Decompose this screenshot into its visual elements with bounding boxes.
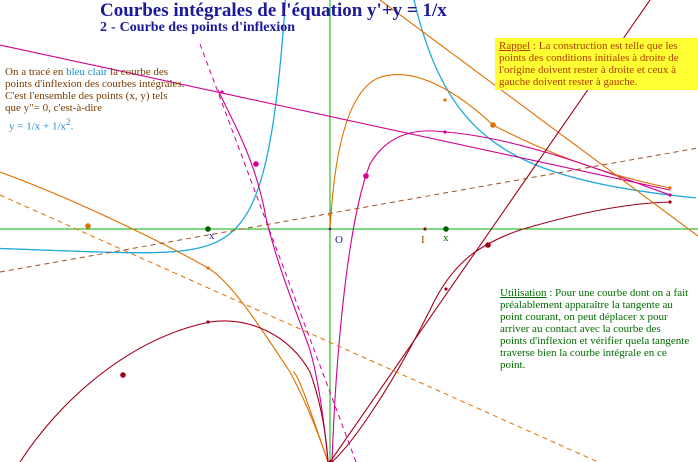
formula-end: . [70,120,74,133]
rappel-heading: Rappel [499,40,531,52]
point-darkred-x-right [444,287,448,291]
integral-curve-darkred-right [331,201,671,462]
point-darkred-right [485,242,491,248]
inflection-note: On a tracé en bleu clair la courbe des p… [5,66,185,133]
page-subtitle: 2-Courbe des points d'inflexion [100,20,295,36]
unit-point-label: I [421,234,425,246]
subtitle-text: Courbe des points d'inflexion [119,20,296,35]
point-darkred-x [206,320,210,324]
x-left-label: x [209,230,215,242]
utilisation-note: Utilisation : Pour une courbe dont on a … [500,287,690,371]
note-part1: On a tracé en [5,66,64,78]
utilisation-text: : Pour une courbe dont on a fait préalab… [500,287,690,371]
utilisation-heading: Utilisation [500,287,547,299]
point-orange-left [85,223,91,229]
point-magenta-x [443,130,447,134]
point-inflection-orange [490,122,496,128]
note-highlight: bleu clair [66,66,108,78]
page-title: Courbes intégrales de l'équation y'+y = … [100,0,447,21]
inflection-curve-right [413,0,696,199]
point-i [423,227,427,231]
subtitle-number: 2 [100,20,107,35]
point-end-orange [668,186,672,190]
integral-curve-orange-left [0,171,329,462]
point-end-magenta [668,193,672,197]
point-on-y-axis [328,213,332,217]
formula-main: y = 1/x + 1/x [9,120,67,133]
point-magenta-top [220,90,224,94]
integral-curve-orange-link [292,371,329,462]
point-orange-x [206,266,210,270]
subtitle-dash: - [111,20,116,35]
integral-curve-magenta-right [331,130,671,462]
integral-curve-darkred-left [19,320,329,462]
origin-label: O [335,234,343,246]
point-darkred-left [120,372,126,378]
tangent-line-magenta [0,44,671,191]
integral-curve-magenta-left [217,89,329,462]
point-inflection-magenta-left [253,161,259,167]
point-origin [328,227,332,231]
inflection-formula: y = 1/x + 1/x2. [5,116,185,133]
tangent-line-magenta-dashed [199,43,357,462]
tangent-line-brown-dashed [0,147,698,273]
point-x-left [205,226,211,232]
point-x-right [443,226,449,232]
point-inflection-magenta-right [363,173,369,179]
rappel-text: : La construction est telle que les poin… [499,40,679,88]
tangent-line-orange-dashed [0,194,599,462]
point-orange-x-right [443,98,447,102]
tangent-line-orange-top [379,0,698,237]
inflection-curve-left [0,0,287,254]
note-part2: la courbe des points d'inflexion des cou… [5,66,185,114]
x-right-label: x [443,232,449,244]
formula-exponent: 2 [66,117,71,127]
rappel-box: Rappel : La construction est telle que l… [495,38,698,90]
point-end-darkred [668,200,672,204]
